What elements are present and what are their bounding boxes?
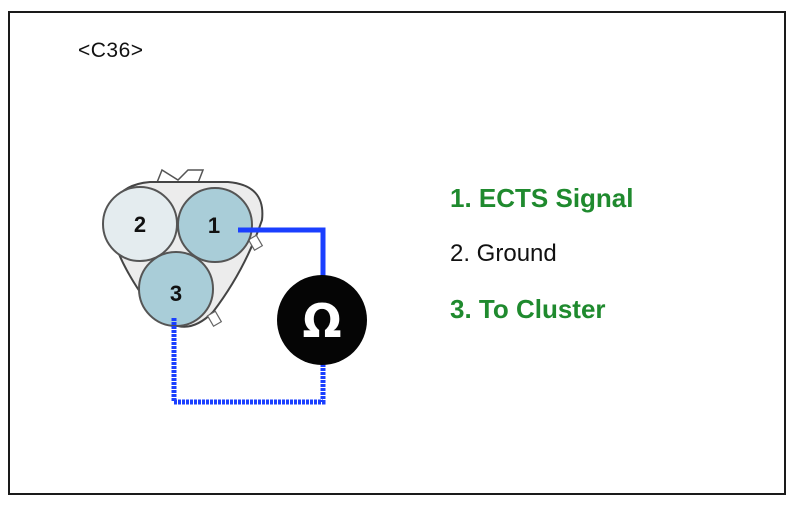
ohmmeter: Ω	[277, 275, 367, 365]
legend-item-pin-2: 2. Ground	[450, 240, 557, 267]
pin-3-label: 3	[170, 281, 182, 306]
legend-item-pin-3: 3. To Cluster	[450, 294, 606, 324]
pin-1	[177, 187, 253, 263]
pin-2-label: 2	[134, 212, 146, 237]
pin-2	[102, 186, 178, 262]
ohm-symbol: Ω	[302, 294, 341, 348]
ohm-icon	[277, 275, 367, 365]
connector-id-label: <C36>	[78, 39, 144, 62]
pin-1-label: 1	[208, 213, 220, 238]
test-lead-pin-1	[238, 227, 326, 278]
connector-side-tab	[247, 234, 264, 252]
legend-item-pin-1: 1. ECTS Signal	[450, 183, 634, 213]
test-lead-pin-3	[171, 318, 326, 405]
test-lead-wires	[171, 227, 326, 405]
connector-side-tab	[206, 310, 223, 328]
